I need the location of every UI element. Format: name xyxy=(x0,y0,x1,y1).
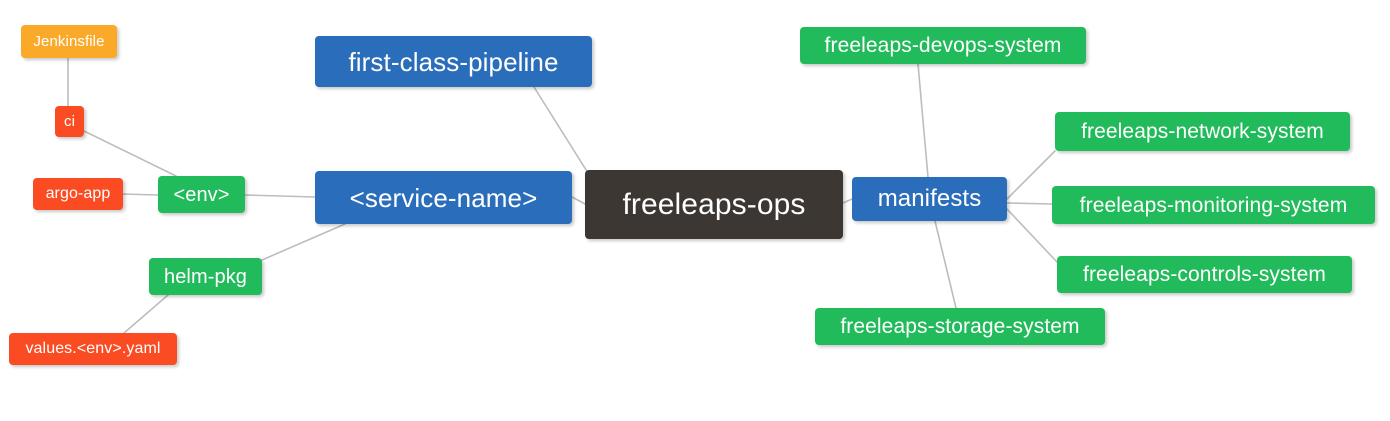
mindmap-node-ci[interactable]: ci xyxy=(55,106,84,137)
edge-env-to-argo-app xyxy=(122,193,159,196)
node-label: freeleaps-ops xyxy=(622,187,806,221)
edge-manifests-to-freeleaps-monitoring-system xyxy=(1006,202,1053,205)
mindmap-node-freeleaps-ops[interactable]: freeleaps-ops xyxy=(585,170,843,239)
mindmap-node-freeleaps-monitoring-system[interactable]: freeleaps-monitoring-system xyxy=(1052,186,1375,224)
node-label: helm-pkg xyxy=(163,265,248,288)
node-label: manifests xyxy=(877,185,982,212)
node-label: first-class-pipeline xyxy=(348,46,559,77)
edge-env-to-ci xyxy=(83,130,177,177)
mindmap-node-env[interactable]: <env> xyxy=(158,176,245,213)
edge-service-name-to-env xyxy=(244,194,316,198)
edge-manifests-to-freeleaps-controls-system xyxy=(1006,208,1058,263)
edge-freeleaps-ops-to-manifests xyxy=(842,198,853,204)
node-label: freeleaps-controls-system xyxy=(1083,263,1326,286)
edge-freeleaps-ops-to-first-class-pipeline xyxy=(533,86,589,174)
node-label: values.<env>.yaml xyxy=(25,340,161,357)
mindmap-node-jenkinsfile[interactable]: Jenkinsfile xyxy=(21,25,117,58)
node-label: argo-app xyxy=(45,185,111,202)
mindmap-node-values-yaml[interactable]: values.<env>.yaml xyxy=(9,333,177,365)
node-label: freeleaps-network-system xyxy=(1081,120,1324,143)
node-label: <env> xyxy=(173,183,230,206)
mindmap-node-freeleaps-controls-system[interactable]: freeleaps-controls-system xyxy=(1057,256,1352,293)
mindmap-node-manifests[interactable]: manifests xyxy=(852,177,1007,221)
mindmap-node-freeleaps-storage-system[interactable]: freeleaps-storage-system xyxy=(815,308,1105,345)
node-label: freeleaps-devops-system xyxy=(824,34,1062,57)
node-label: freeleaps-monitoring-system xyxy=(1079,193,1348,217)
mindmap-node-first-class-pipeline[interactable]: first-class-pipeline xyxy=(315,36,592,87)
edge-service-name-to-helm-pkg xyxy=(261,223,346,261)
edge-freeleaps-ops-to-service-name xyxy=(571,196,586,205)
node-label: Jenkinsfile xyxy=(33,33,105,50)
edge-manifests-to-freeleaps-network-system xyxy=(1006,150,1056,200)
mindmap-node-freeleaps-devops-system[interactable]: freeleaps-devops-system xyxy=(800,27,1086,64)
edge-manifests-to-freeleaps-devops-system xyxy=(917,63,929,178)
node-label: freeleaps-storage-system xyxy=(840,315,1080,338)
edge-helm-pkg-to-values-yaml xyxy=(123,294,169,334)
node-label: ci xyxy=(63,113,76,130)
edge-manifests-to-freeleaps-storage-system xyxy=(934,220,957,309)
node-label: <service-name> xyxy=(349,182,538,213)
mindmap-node-helm-pkg[interactable]: helm-pkg xyxy=(149,258,262,295)
mindmap-node-freeleaps-network-system[interactable]: freeleaps-network-system xyxy=(1055,112,1350,151)
mindmap-node-argo-app[interactable]: argo-app xyxy=(33,178,123,210)
mindmap-node-service-name[interactable]: <service-name> xyxy=(315,171,572,224)
